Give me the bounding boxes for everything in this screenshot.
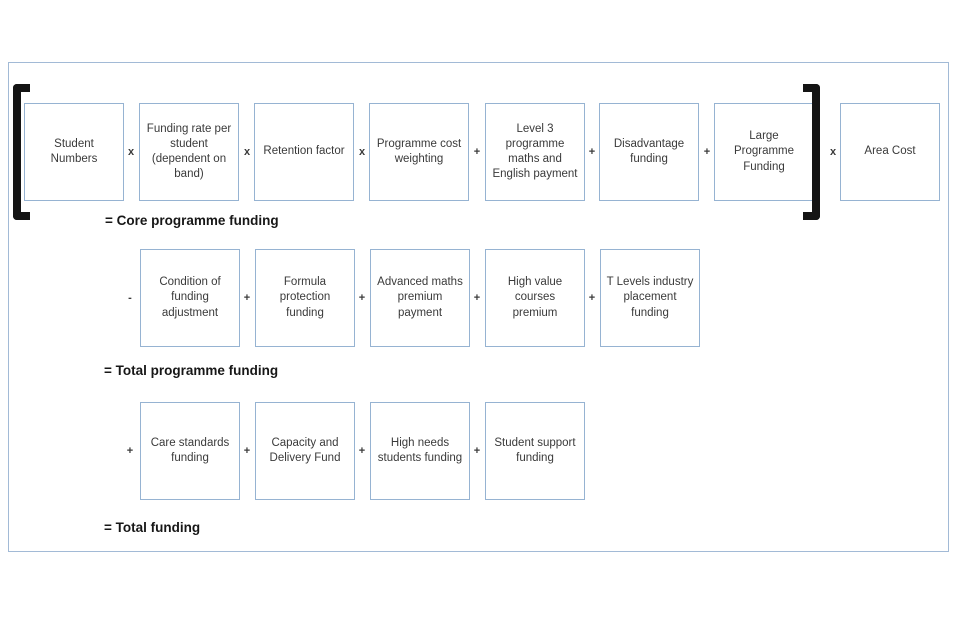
diagram-frame: Student Numbers x Funding rate per stude… — [8, 62, 949, 552]
box-label: Capacity and Delivery Fund — [269, 436, 341, 464]
operator-add: + — [588, 292, 596, 304]
box-advanced-maths-premium-payment: Advanced maths premium payment — [370, 249, 470, 347]
box-area-cost: Area Cost — [840, 103, 940, 201]
box-label: Programme cost weighting — [376, 137, 462, 165]
total-funding-label: = Total funding — [104, 520, 201, 535]
box-label: Disadvantage funding — [613, 137, 685, 165]
total-programme-funding-label: = Total programme funding — [104, 363, 279, 378]
operator-multiply: x — [243, 146, 251, 158]
operator-add: + — [588, 146, 596, 158]
box-student-support-funding: Student support funding — [485, 402, 585, 500]
operator-add: + — [473, 445, 481, 457]
box-label: High needs students funding — [377, 436, 463, 464]
box-disadvantage-funding: Disadvantage funding — [599, 103, 699, 201]
box-label: Funding rate per student (dependent on b… — [146, 122, 232, 181]
operator-add: + — [358, 445, 366, 457]
box-label: Area Cost — [864, 145, 916, 158]
box-t-levels-industry-placement-funding: T Levels industry placement funding — [600, 249, 700, 347]
open-bracket — [13, 84, 30, 220]
operator-add: + — [703, 146, 711, 158]
box-student-numbers: Student Numbers — [24, 103, 124, 201]
box-retention-factor: Retention factor — [254, 103, 354, 201]
operator-add: + — [243, 445, 251, 457]
box-condition-of-funding-adjustment: Condition of funding adjustment — [140, 249, 240, 347]
box-capacity-and-delivery-fund: Capacity and Delivery Fund — [255, 402, 355, 500]
close-bracket — [803, 84, 820, 220]
box-label: Student Numbers — [50, 137, 98, 165]
box-large-programme-funding: Large Programme Funding — [714, 103, 814, 201]
operator-add: + — [358, 292, 366, 304]
box-level-3-maths-english-payment: Level 3 programme maths and English paym… — [485, 103, 585, 201]
core-programme-funding-label: = Core programme funding — [105, 213, 279, 228]
box-programme-cost-weighting: Programme cost weighting — [369, 103, 469, 201]
operator-multiply: x — [358, 146, 366, 158]
box-label: Condition of funding adjustment — [159, 276, 221, 319]
operator-subtract: - — [128, 292, 132, 304]
box-label: T Levels industry placement funding — [606, 276, 694, 319]
operator-add: + — [473, 292, 481, 304]
operator-multiply: x — [127, 146, 135, 158]
box-label: Formula protection funding — [279, 276, 331, 319]
box-care-standards-funding: Care standards funding — [140, 402, 240, 500]
box-label: Large Programme Funding — [733, 130, 795, 173]
box-label: Care standards funding — [150, 436, 230, 464]
operator-add: + — [243, 292, 251, 304]
box-high-needs-students-funding: High needs students funding — [370, 402, 470, 500]
box-funding-rate-per-student: Funding rate per student (dependent on b… — [139, 103, 239, 201]
box-label: Level 3 programme maths and English paym… — [492, 122, 578, 181]
box-label: High value courses premium — [507, 276, 563, 319]
box-label: Advanced maths premium payment — [377, 276, 463, 319]
box-formula-protection-funding: Formula protection funding — [255, 249, 355, 347]
box-label: Retention factor — [263, 145, 345, 158]
box-high-value-courses-premium: High value courses premium — [485, 249, 585, 347]
box-label: Student support funding — [494, 436, 576, 464]
operator-add: + — [473, 146, 481, 158]
operator-multiply: x — [829, 146, 837, 158]
operator-add: + — [126, 445, 134, 457]
